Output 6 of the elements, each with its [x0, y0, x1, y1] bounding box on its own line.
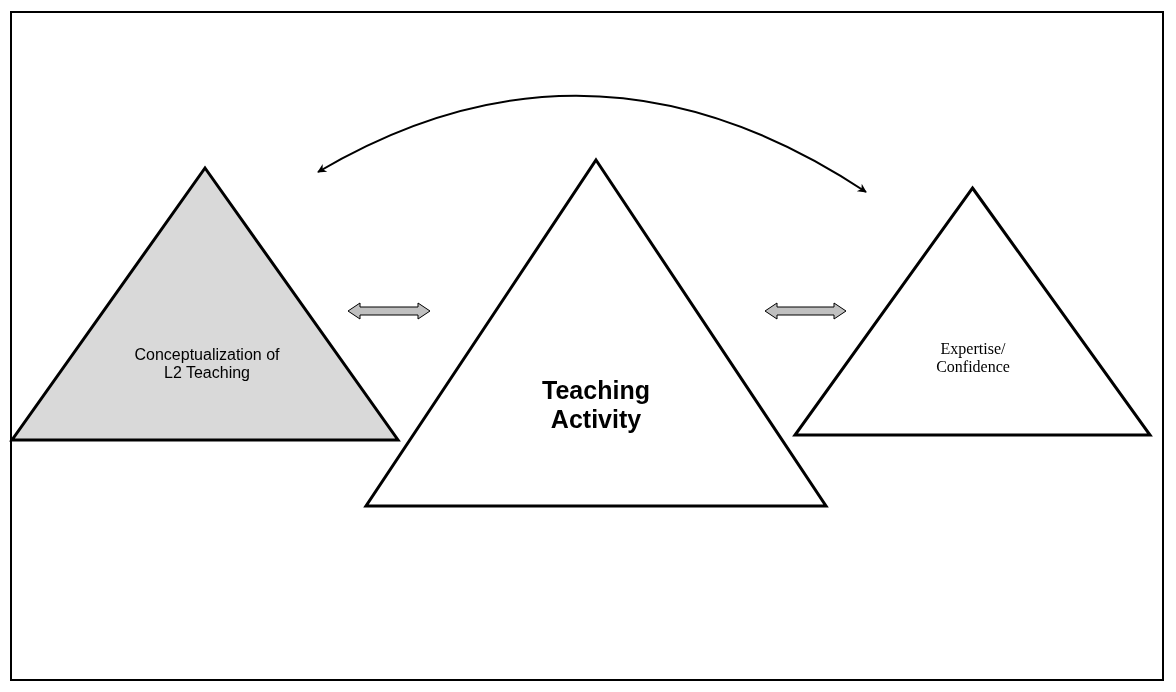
- triangle-label: Expertise/ Confidence: [935, 340, 1011, 376]
- curved-arrow: [317, 95, 867, 193]
- double-block-arrow: [764, 302, 847, 320]
- triangle-label: Conceptualization of L2 Teaching: [133, 346, 281, 382]
- triangle-label: Teaching Activity: [541, 376, 651, 434]
- double-block-arrow: [347, 302, 431, 320]
